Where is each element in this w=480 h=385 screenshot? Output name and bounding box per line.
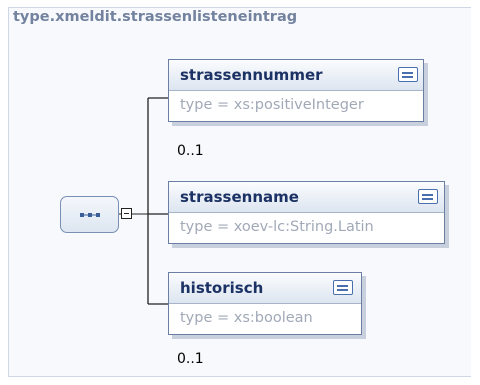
sequence-compositor[interactable] [60, 196, 119, 233]
element-type: type = xs:positiveInteger [180, 97, 364, 113]
element-type: type = xoev-lc:String.Latin [180, 219, 374, 235]
element-type-row: type = xs:positiveInteger [169, 91, 423, 122]
type-title: type.xmeldit.strassenlisteneintrag [13, 9, 298, 25]
documentation-icon[interactable] [398, 67, 418, 82]
occurrence-label: 0..1 [177, 143, 204, 159]
element-strassenname[interactable]: strassenname type = xoev-lc:String.Latin [168, 181, 445, 244]
element-type: type = xs:boolean [180, 310, 313, 326]
element-name: strassenname [180, 188, 299, 206]
element-header: strassennummer [169, 60, 423, 91]
element-type-row: type = xoev-lc:String.Latin [169, 213, 444, 244]
element-header: historisch [169, 273, 361, 304]
element-name: historisch [180, 279, 264, 297]
documentation-icon[interactable] [418, 189, 438, 204]
element-header: strassenname [169, 182, 444, 213]
element-type-row: type = xs:boolean [169, 304, 361, 335]
documentation-icon[interactable] [333, 280, 353, 295]
element-name: strassennummer [180, 66, 323, 84]
collapse-minus-icon[interactable] [121, 208, 132, 219]
sequence-compositor-icon [80, 213, 100, 217]
element-historisch[interactable]: historisch type = xs:boolean [168, 272, 362, 335]
occurrence-label: 0..1 [177, 351, 204, 367]
element-strassennummer[interactable]: strassennummer type = xs:positiveInteger [168, 59, 424, 122]
